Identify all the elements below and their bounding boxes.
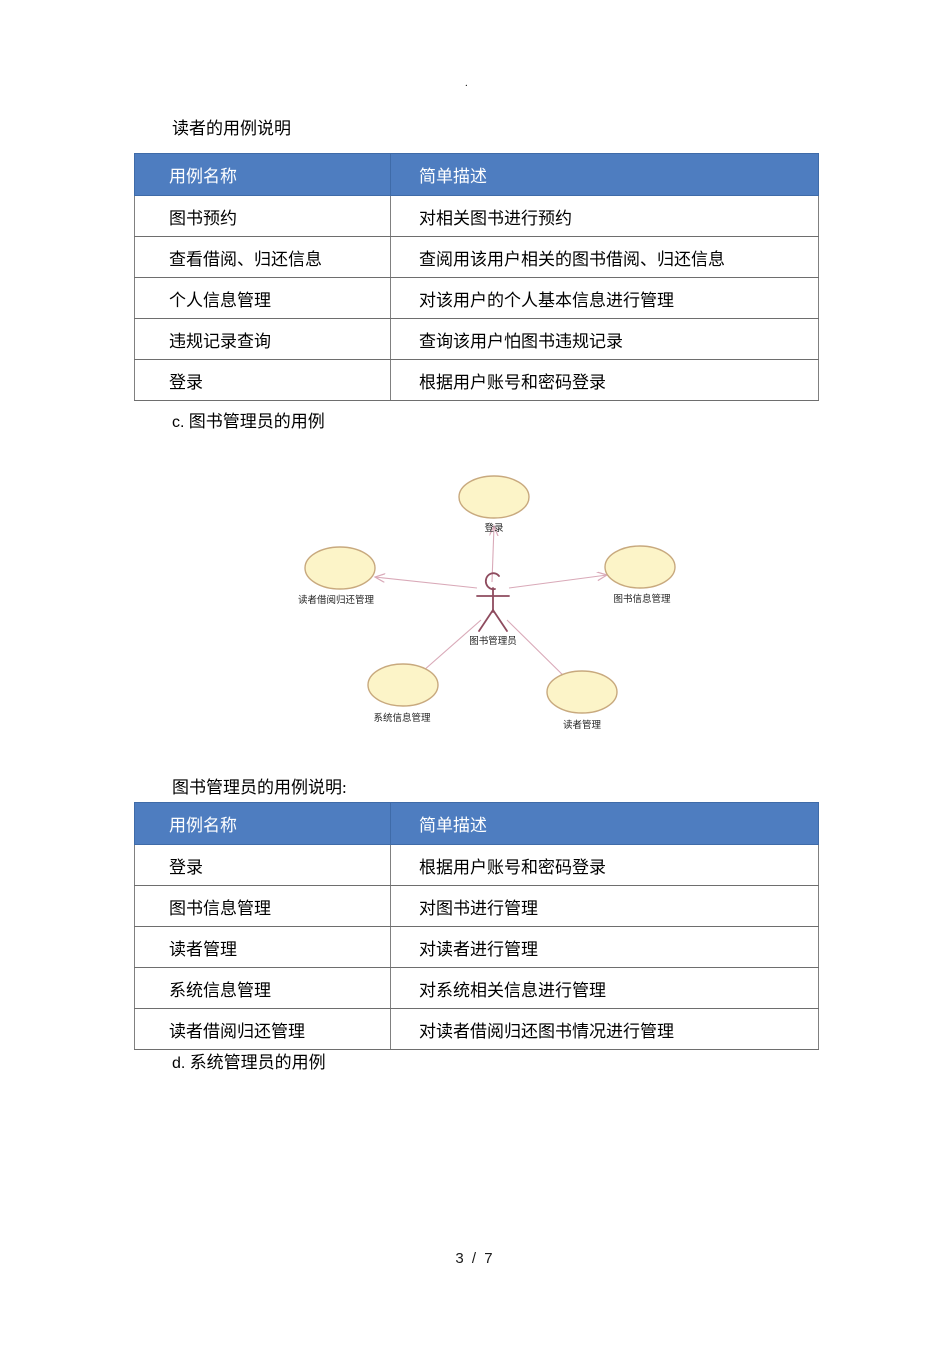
cell-use-case-name: 图书信息管理 [134,885,391,927]
table-row: 登录 根据用户账号和密码登录 [134,359,819,401]
table-row: 登录 根据用户账号和密码登录 [134,844,819,886]
reader-use-case-table: 用例名称 简单描述 图书预约 对相关图书进行预约 查看借阅、归还信息 查阅用该用… [134,153,819,401]
section-c-text: 图书管理员的用例 [184,412,325,431]
actor-head [484,572,500,591]
actor-librarian-icon [476,572,510,632]
table-row: 图书预约 对相关图书进行预约 [134,195,819,237]
librarian-table-title: 图书管理员的用例说明: [172,778,347,797]
connector-to-book-info [508,575,607,589]
table-row: 系统信息管理 对系统相关信息进行管理 [134,967,819,1009]
use-case-diagram: 登录 读者借阅归还管理 图书信息管理 系统信息管理 读者管理 图书管理员 [255,440,725,750]
cell-description: 对读者进行管理 [390,926,819,968]
actor-leg-left [478,609,494,632]
section-c-heading: c. 图书管理员的用例 [172,411,325,434]
cell-use-case-name: 读者借阅归还管理 [134,1008,391,1050]
use-case-login-label: 登录 [484,523,504,534]
section-d-prefix: d. [172,1055,186,1072]
diagram-connectors [375,526,607,685]
use-case-borrow-return-mgmt-ellipse [304,546,376,590]
section-c-prefix: c. [172,414,185,431]
section-d-heading: d. 系统管理员的用例 [172,1052,326,1075]
table-header-row: 用例名称 简单描述 [134,153,819,196]
connector-to-system-info [415,619,482,678]
table-header-row: 用例名称 简单描述 [134,802,819,845]
librarian-use-case-table: 用例名称 简单描述 登录 根据用户账号和密码登录 图书信息管理 对图书进行管理 … [134,802,819,1050]
table-row: 读者借阅归还管理 对读者借阅归还图书情况进行管理 [134,1008,819,1050]
use-case-reader-mgmt-ellipse [546,670,618,714]
cell-description: 对该用户的个人基本信息进行管理 [390,277,819,319]
cell-use-case-name: 违规记录查询 [134,318,391,360]
table-row: 个人信息管理 对该用户的个人基本信息进行管理 [134,277,819,319]
use-case-system-info-mgmt-ellipse [367,663,439,707]
cell-use-case-name: 读者管理 [134,926,391,968]
cell-use-case-name: 系统信息管理 [134,967,391,1009]
table-row: 查看借阅、归还信息 查阅用该用户相关的图书借阅、归还信息 [134,236,819,278]
cell-description: 根据用户账号和密码登录 [390,844,819,886]
page-number-footer: 3 / 7 [455,1250,495,1267]
cell-description: 查阅用该用户相关的图书借阅、归还信息 [390,236,819,278]
actor-librarian-label: 图书管理员 [469,635,517,647]
cell-description: 对相关图书进行预约 [390,195,819,237]
table-row: 读者管理 对读者进行管理 [134,926,819,968]
cell-use-case-name: 查看借阅、归还信息 [134,236,391,278]
cell-description: 对图书进行管理 [390,885,819,927]
section-d-text: 系统管理员的用例 [185,1053,326,1072]
column-header-description: 简单描述 [390,802,819,845]
connector-to-borrow-return [375,577,478,589]
table-row: 违规记录查询 查询该用户怕图书违规记录 [134,318,819,360]
column-header-use-case-name: 用例名称 [134,802,391,845]
cell-description: 查询该用户怕图书违规记录 [390,318,819,360]
cell-use-case-name: 登录 [134,844,391,886]
table-row: 图书信息管理 对图书进行管理 [134,885,819,927]
cell-use-case-name: 图书预约 [134,195,391,237]
use-case-ellipses [304,475,676,714]
column-header-description: 简单描述 [390,153,819,196]
stray-dot-mark: . [465,77,468,89]
use-case-book-info-mgmt-label: 图书信息管理 [613,593,671,605]
cell-description: 对读者借阅归还图书情况进行管理 [390,1008,819,1050]
reader-table-title: 读者的用例说明 [172,119,291,138]
use-case-reader-mgmt-label: 读者管理 [563,719,602,731]
use-case-login-ellipse [458,475,530,519]
use-case-borrow-return-mgmt-label: 读者借阅归还管理 [298,594,375,606]
cell-description: 对系统相关信息进行管理 [390,967,819,1009]
cell-use-case-name: 登录 [134,359,391,401]
actor-leg-right [492,609,508,632]
cell-description: 根据用户账号和密码登录 [390,359,819,401]
use-case-system-info-mgmt-label: 系统信息管理 [373,712,431,724]
use-case-book-info-mgmt-ellipse [604,545,676,589]
cell-use-case-name: 个人信息管理 [134,277,391,319]
column-header-use-case-name: 用例名称 [134,153,391,196]
